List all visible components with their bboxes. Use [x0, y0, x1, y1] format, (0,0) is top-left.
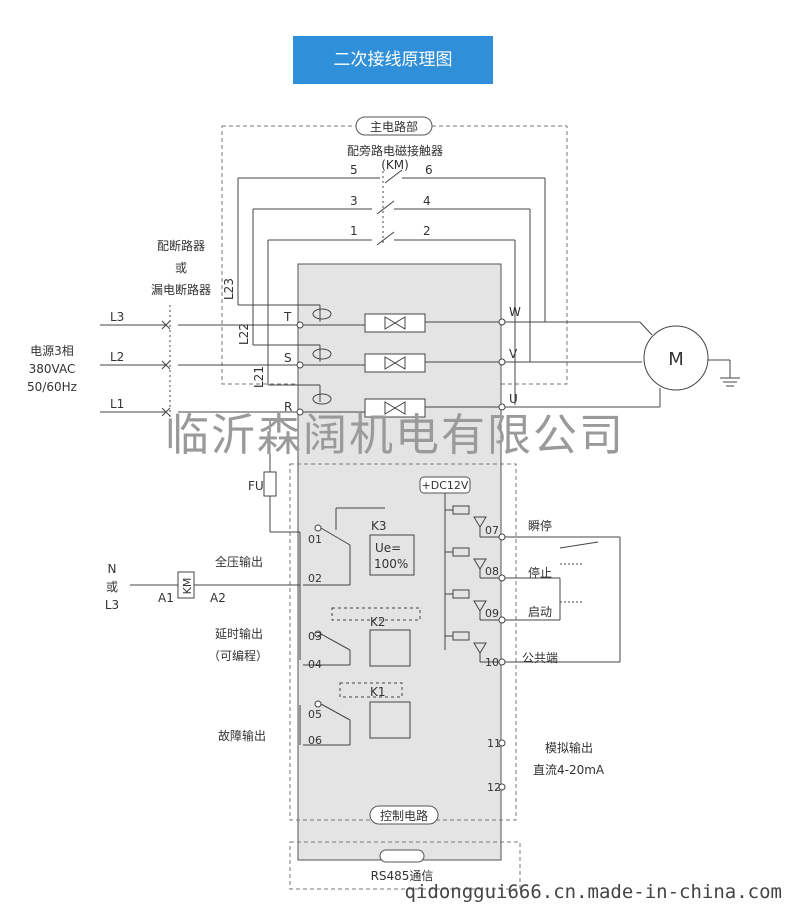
diagram-title: 二次接线原理图: [333, 50, 453, 70]
relay-k1: K1: [370, 685, 386, 699]
terminal-12: 12: [487, 781, 501, 794]
a1-label: A1: [158, 591, 174, 605]
diagram-title-banner: 二次接线原理图: [293, 36, 493, 84]
input-optos: [444, 493, 621, 663]
supply-desc-2: 380VAC: [29, 362, 76, 376]
rs485-boundary: [289, 841, 521, 890]
analog-output-label: 模拟输出: [545, 740, 593, 755]
contact-5: 5: [350, 163, 358, 177]
delay-output-label: 延时输出: [215, 626, 263, 641]
contactor-title: 配旁路电磁接触器: [347, 143, 443, 158]
right-terminals: [498, 533, 506, 791]
contactor-code: (KM): [381, 158, 409, 172]
control-left-wiring: [130, 420, 301, 745]
a2-label: A2: [210, 591, 226, 605]
terminal-09: 09: [485, 607, 499, 620]
terminal-04: 04: [308, 658, 322, 671]
contact-2: 2: [423, 224, 431, 238]
rs485-label: RS485通信: [371, 869, 434, 883]
output-w: W: [509, 305, 521, 319]
input-instant-stop: 瞬停: [528, 518, 552, 533]
input-r: R: [284, 400, 292, 414]
terminal-03: 03: [308, 630, 322, 643]
contact-3: 3: [350, 194, 358, 208]
ue-label: Ue=: [375, 541, 401, 555]
full-voltage-label: 全压输出: [215, 554, 263, 569]
motor-wiring: [505, 321, 740, 408]
terminal-11: 11: [487, 737, 501, 750]
bypass-l21: L21: [252, 366, 266, 388]
relay-k3: K3: [371, 519, 387, 533]
breaker-label-3: 漏电断路器: [151, 282, 211, 297]
control-label: 控制电路: [380, 808, 428, 823]
input-t: T: [283, 310, 292, 324]
terminal-05: 05: [308, 708, 322, 721]
terminal-10: 10: [485, 656, 499, 669]
fuse-label: FU: [248, 479, 264, 493]
bypass-l23: L23: [222, 278, 236, 300]
terminal-01: 01: [308, 533, 322, 546]
relay-k2: K2: [370, 615, 386, 629]
input-s: S: [284, 351, 292, 365]
relay-contacts: [303, 507, 421, 746]
motor-label: M: [668, 349, 684, 370]
terminal-06: 06: [308, 734, 322, 747]
thyristor-rows: [296, 308, 506, 418]
terminal-07: 07: [485, 524, 499, 537]
contactor-contacts: [238, 166, 545, 246]
ue-value: 100%: [374, 557, 408, 571]
n-label: N: [108, 562, 117, 576]
main-circuit-label: 主电路部: [370, 119, 418, 134]
breaker-label-1: 配断路器: [157, 238, 205, 253]
supply-lines: [100, 304, 321, 417]
programmable-label: （可编程）: [208, 648, 268, 663]
input-common: 公共端: [522, 651, 558, 665]
contact-1: 1: [350, 224, 358, 238]
supply-desc-1: 电源3相: [30, 344, 74, 358]
terminal-02: 02: [308, 572, 322, 585]
bypass-l22: L22: [237, 323, 251, 345]
fault-output-label: 故障输出: [218, 728, 266, 743]
dc12v-label: +DC12V: [422, 479, 469, 492]
company-watermark: 临沂森阔机电有限公司: [165, 410, 625, 461]
control-tag: [369, 805, 439, 825]
main-circuit-tag: [355, 116, 433, 136]
breaker-label-2: 或: [175, 261, 187, 275]
n-l3-label: L3: [105, 598, 119, 612]
n-or-label: 或: [106, 580, 118, 594]
rs485-port: [379, 849, 425, 863]
contact-6: 6: [425, 163, 433, 177]
analog-range-label: 直流4-20mA: [533, 763, 605, 777]
input-stop: 停止: [528, 565, 552, 580]
output-v: V: [509, 347, 518, 361]
supply-l3: L3: [110, 310, 124, 324]
footer-url: qidonggui666.cn.made-in-china.com: [405, 881, 783, 903]
motor-symbol: [643, 325, 709, 391]
supply-desc-3: 50/60Hz: [27, 380, 77, 394]
km-coil-label: KM: [181, 578, 194, 595]
supply-l1: L1: [110, 397, 124, 411]
output-u: U: [509, 392, 518, 406]
input-start: 启动: [528, 605, 552, 619]
contact-4: 4: [423, 194, 431, 208]
supply-l2: L2: [110, 350, 124, 364]
terminal-08: 08: [485, 565, 499, 578]
